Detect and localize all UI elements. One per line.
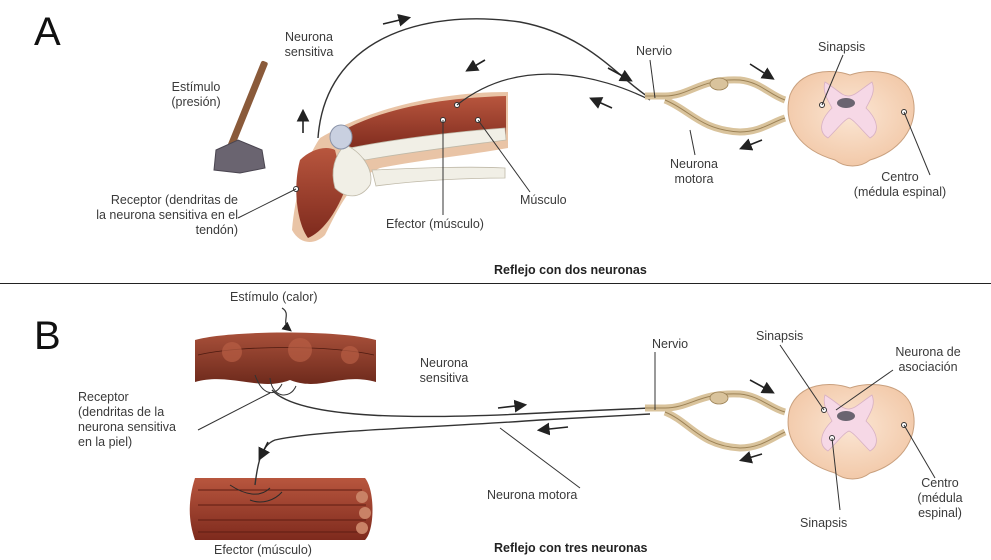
synapse-top-label-b: Sinapsis: [756, 329, 803, 344]
synapse-bottom-label-b: Sinapsis: [800, 516, 847, 531]
hammer-icon: [214, 60, 268, 173]
effector-label-a: Efector (músculo): [386, 217, 484, 232]
panel-b-letter: B: [34, 316, 61, 356]
motor-neuron-label-a: Neurona motora: [662, 157, 726, 187]
effector-label-b: Efector (músculo): [214, 543, 312, 558]
synapse-label-a: Sinapsis: [818, 40, 865, 55]
center-label-a: Centro (médula espinal): [838, 170, 962, 200]
receptor-label-a: Receptor (dendritas de la neurona sensit…: [70, 193, 238, 238]
nerve-label-b: Nervio: [652, 337, 688, 352]
skin-tissue: [195, 333, 376, 396]
motor-neuron-label-b: Neurona motora: [487, 488, 577, 503]
sensory-neuron-label-a: Neurona sensitiva: [274, 30, 344, 60]
muscle-tissue: [190, 478, 373, 540]
spinal-cord-a: [788, 72, 914, 166]
stimulus-label-b: Estímulo (calor): [230, 290, 318, 305]
caption-b: Reflejo con tres neuronas: [494, 541, 648, 555]
nerve-bundle-b: [645, 392, 785, 448]
spinal-cord-b: [788, 385, 914, 479]
panel-divider: [0, 283, 991, 284]
receptor-label-b: Receptor (dendritas de la neurona sensit…: [78, 390, 176, 450]
panel-b-artwork: [190, 308, 914, 540]
muscle-label-a: Músculo: [520, 193, 567, 208]
nerve-label-a: Nervio: [636, 44, 672, 59]
panel-a-letter: A: [34, 12, 61, 52]
caption-a: Reflejo con dos neuronas: [494, 263, 647, 277]
center-label-b: Centro (médula espinal): [900, 476, 980, 521]
nerve-bundle-a: [645, 78, 785, 132]
sensory-neuron-label-b: Neurona sensitiva: [404, 356, 484, 386]
association-neuron-label-b: Neurona de asociación: [880, 345, 976, 375]
stimulus-label-a: Estímulo (presión): [156, 80, 236, 110]
